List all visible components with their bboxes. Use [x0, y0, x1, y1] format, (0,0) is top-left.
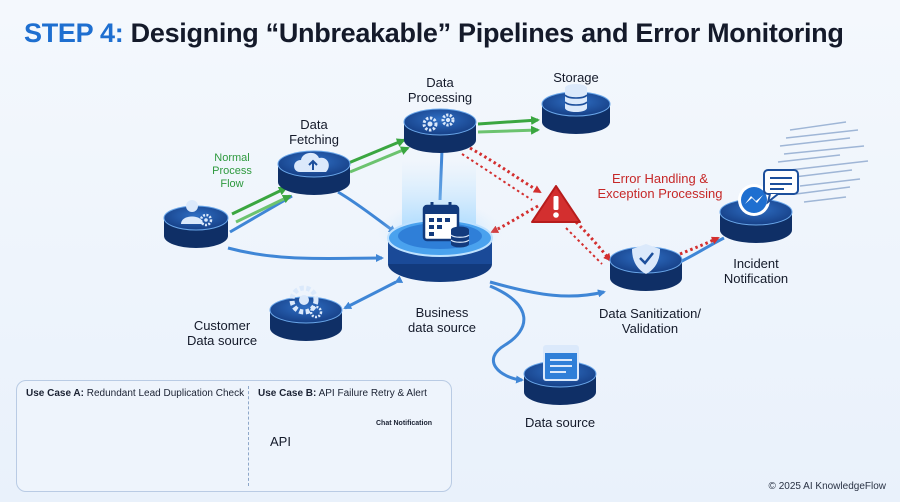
use-case-a-title: Use Case A: Redundant Lead Duplication C… [26, 388, 244, 399]
user-to-fetching-blue [229, 194, 293, 234]
business-to-customer [343, 275, 404, 310]
user-node [163, 200, 229, 248]
red-error-arrows [461, 146, 720, 265]
customer-node [269, 285, 343, 341]
cloud-upload-icon [294, 152, 329, 172]
business-to-sanitization [489, 280, 606, 298]
footer-copyright: © 2025 AI KnowledgeFlow [768, 481, 886, 492]
chat-notification-label: Chat Notification [376, 420, 432, 427]
user-to-business [227, 246, 384, 263]
red-processing-alert [469, 146, 542, 194]
green-user-fetching-2 [235, 194, 292, 224]
business-to-datasource [489, 284, 526, 384]
document-list-icon [543, 345, 579, 381]
log-streaks [777, 121, 869, 203]
calendar-database-icon [422, 202, 470, 248]
use-case-b-prefix: Use Case B: [258, 388, 317, 399]
title-step: STEP 4: [24, 18, 124, 48]
large-gear-icon [289, 285, 323, 319]
label-sanitization: Data Sanitization/Validation [599, 306, 701, 336]
sanitization-node [609, 244, 683, 291]
green-fetching-processing-1 [345, 138, 406, 166]
sanitization-to-incident [679, 236, 725, 264]
green-flow-arrows [231, 115, 540, 224]
data-source-node [523, 345, 597, 405]
use-case-a-text: Redundant Lead Duplication Check [84, 388, 245, 399]
panel-divider [248, 386, 249, 486]
use-case-b-title: Use Case B: API Failure Retry & Alert [258, 388, 427, 399]
green-user-fetching-1 [231, 186, 288, 216]
storage-node [541, 84, 611, 134]
red-alert-sanitization-2 [565, 227, 603, 265]
green-processing-storage-1 [477, 115, 540, 126]
business-node [378, 160, 502, 282]
data-processing-node [403, 108, 477, 153]
blue-connectors [227, 149, 725, 384]
shield-check-icon [632, 244, 660, 274]
label-error-handling: Error Handling &Exception Processing [597, 171, 723, 201]
incident-node [719, 169, 799, 243]
use-case-a-prefix: Use Case A: [26, 388, 84, 399]
red-alert-sanitization [574, 220, 612, 262]
chat-bubble-icon [763, 169, 799, 205]
red-processing-alert-2 [461, 153, 533, 201]
warning-icon [531, 185, 581, 223]
gears-icon [422, 113, 455, 132]
page-title: STEP 4: Designing “Unbreakable” Pipeline… [24, 18, 844, 49]
green-fetching-processing-2 [349, 146, 410, 174]
use-case-b-text: API Failure Retry & Alert [316, 388, 427, 399]
label-storage: Storage [553, 70, 599, 85]
green-processing-storage-2 [477, 125, 540, 135]
api-label: API [270, 434, 291, 449]
data-fetching-node [277, 150, 351, 195]
title-text: Designing “Unbreakable” Pipelines and Er… [130, 18, 844, 48]
messenger-icon [738, 184, 770, 216]
use-case-panel [16, 380, 452, 492]
user-gear-icon [181, 200, 213, 227]
database-icon [564, 84, 588, 112]
label-data-source: Data source [524, 415, 596, 430]
